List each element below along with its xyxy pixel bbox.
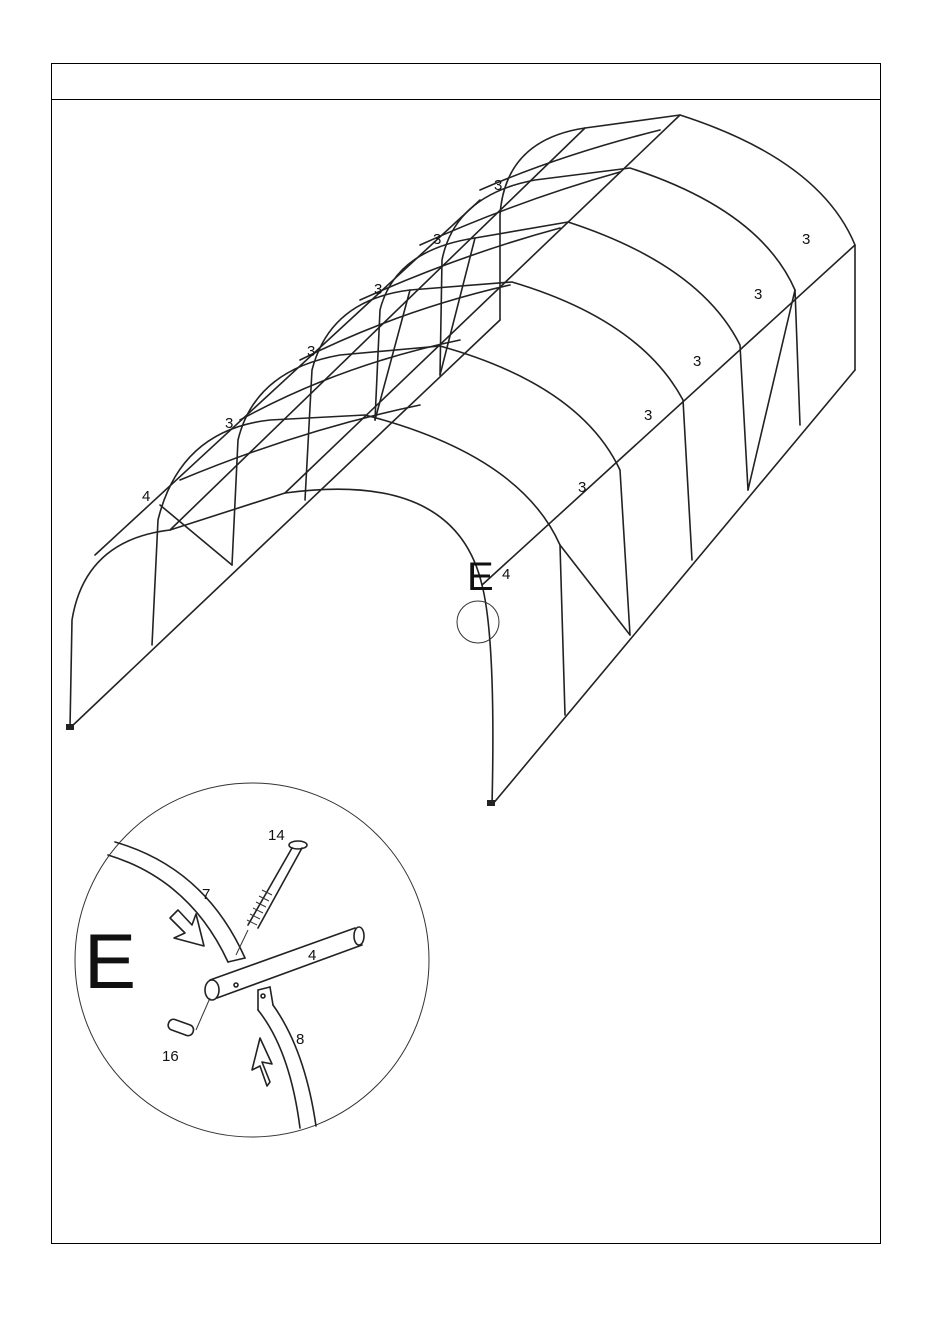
pipe-upper-end — [228, 958, 245, 962]
label-bolt: 14 — [268, 827, 285, 844]
nut-guide-line — [196, 998, 210, 1030]
label-front: 4 — [502, 566, 510, 583]
tunnel-frame — [66, 115, 855, 806]
hoop-front — [70, 489, 493, 805]
cross-tube-top — [210, 928, 355, 980]
detail-letter: E — [84, 917, 136, 1005]
base-right — [492, 370, 855, 805]
cross-tube-bottom — [217, 945, 362, 998]
nut — [167, 998, 210, 1037]
hoop-5 — [232, 346, 630, 635]
arrow-lower-icon — [252, 1038, 272, 1086]
hoop-4 — [305, 282, 692, 560]
label-right-3: 3 — [693, 353, 701, 370]
frame-labels: 3 3 3 3 3 4 3 3 3 3 3 4 E — [142, 177, 810, 599]
ridge-left — [170, 128, 585, 530]
label-ridge-3: 3 — [374, 281, 382, 298]
pipe-lower-inner — [273, 1005, 316, 1126]
label-ridge-2: 3 — [433, 231, 441, 248]
cross-tube-hole — [234, 983, 238, 987]
label-left-2: 4 — [142, 488, 150, 505]
foot-2 — [487, 800, 495, 806]
label-left-1: 3 — [225, 415, 233, 432]
label-pipe-lower: 8 — [296, 1031, 304, 1048]
cross-tube-end-right — [354, 927, 364, 945]
nut-body — [167, 1018, 195, 1037]
brace-h — [560, 545, 630, 635]
brace-d — [360, 228, 560, 300]
base-left — [70, 320, 500, 728]
shoulder-left — [95, 200, 480, 555]
pipe-lower-tip — [258, 987, 270, 990]
cross-tube-end-left — [205, 980, 219, 1000]
label-right-5: 3 — [578, 479, 586, 496]
label-right-4: 3 — [644, 407, 652, 424]
ridge-right — [285, 115, 680, 493]
brace-i — [748, 290, 795, 490]
label-right-2: 3 — [754, 286, 762, 303]
bolt — [236, 841, 307, 955]
detail-e: 14 7 4 8 16 E — [75, 783, 429, 1137]
label-nut: 16 — [162, 1048, 179, 1065]
hoop-2 — [440, 168, 800, 425]
feet — [66, 724, 495, 806]
label-ridge-1: 3 — [494, 177, 502, 194]
label-cross-tube: 4 — [308, 947, 316, 964]
bolt-shank — [248, 848, 302, 928]
brace-b — [240, 340, 460, 420]
callout-circle — [457, 601, 499, 643]
foot-1 — [66, 724, 74, 730]
callout-letter: E — [467, 555, 494, 599]
label-ridge-4: 3 — [307, 343, 315, 360]
label-pipe-upper: 7 — [202, 886, 210, 903]
pipe-lower-swage — [258, 987, 273, 1010]
label-right-1: 3 — [802, 231, 810, 248]
hoop-arches — [70, 115, 855, 805]
pipe-lower-hole — [261, 994, 265, 998]
